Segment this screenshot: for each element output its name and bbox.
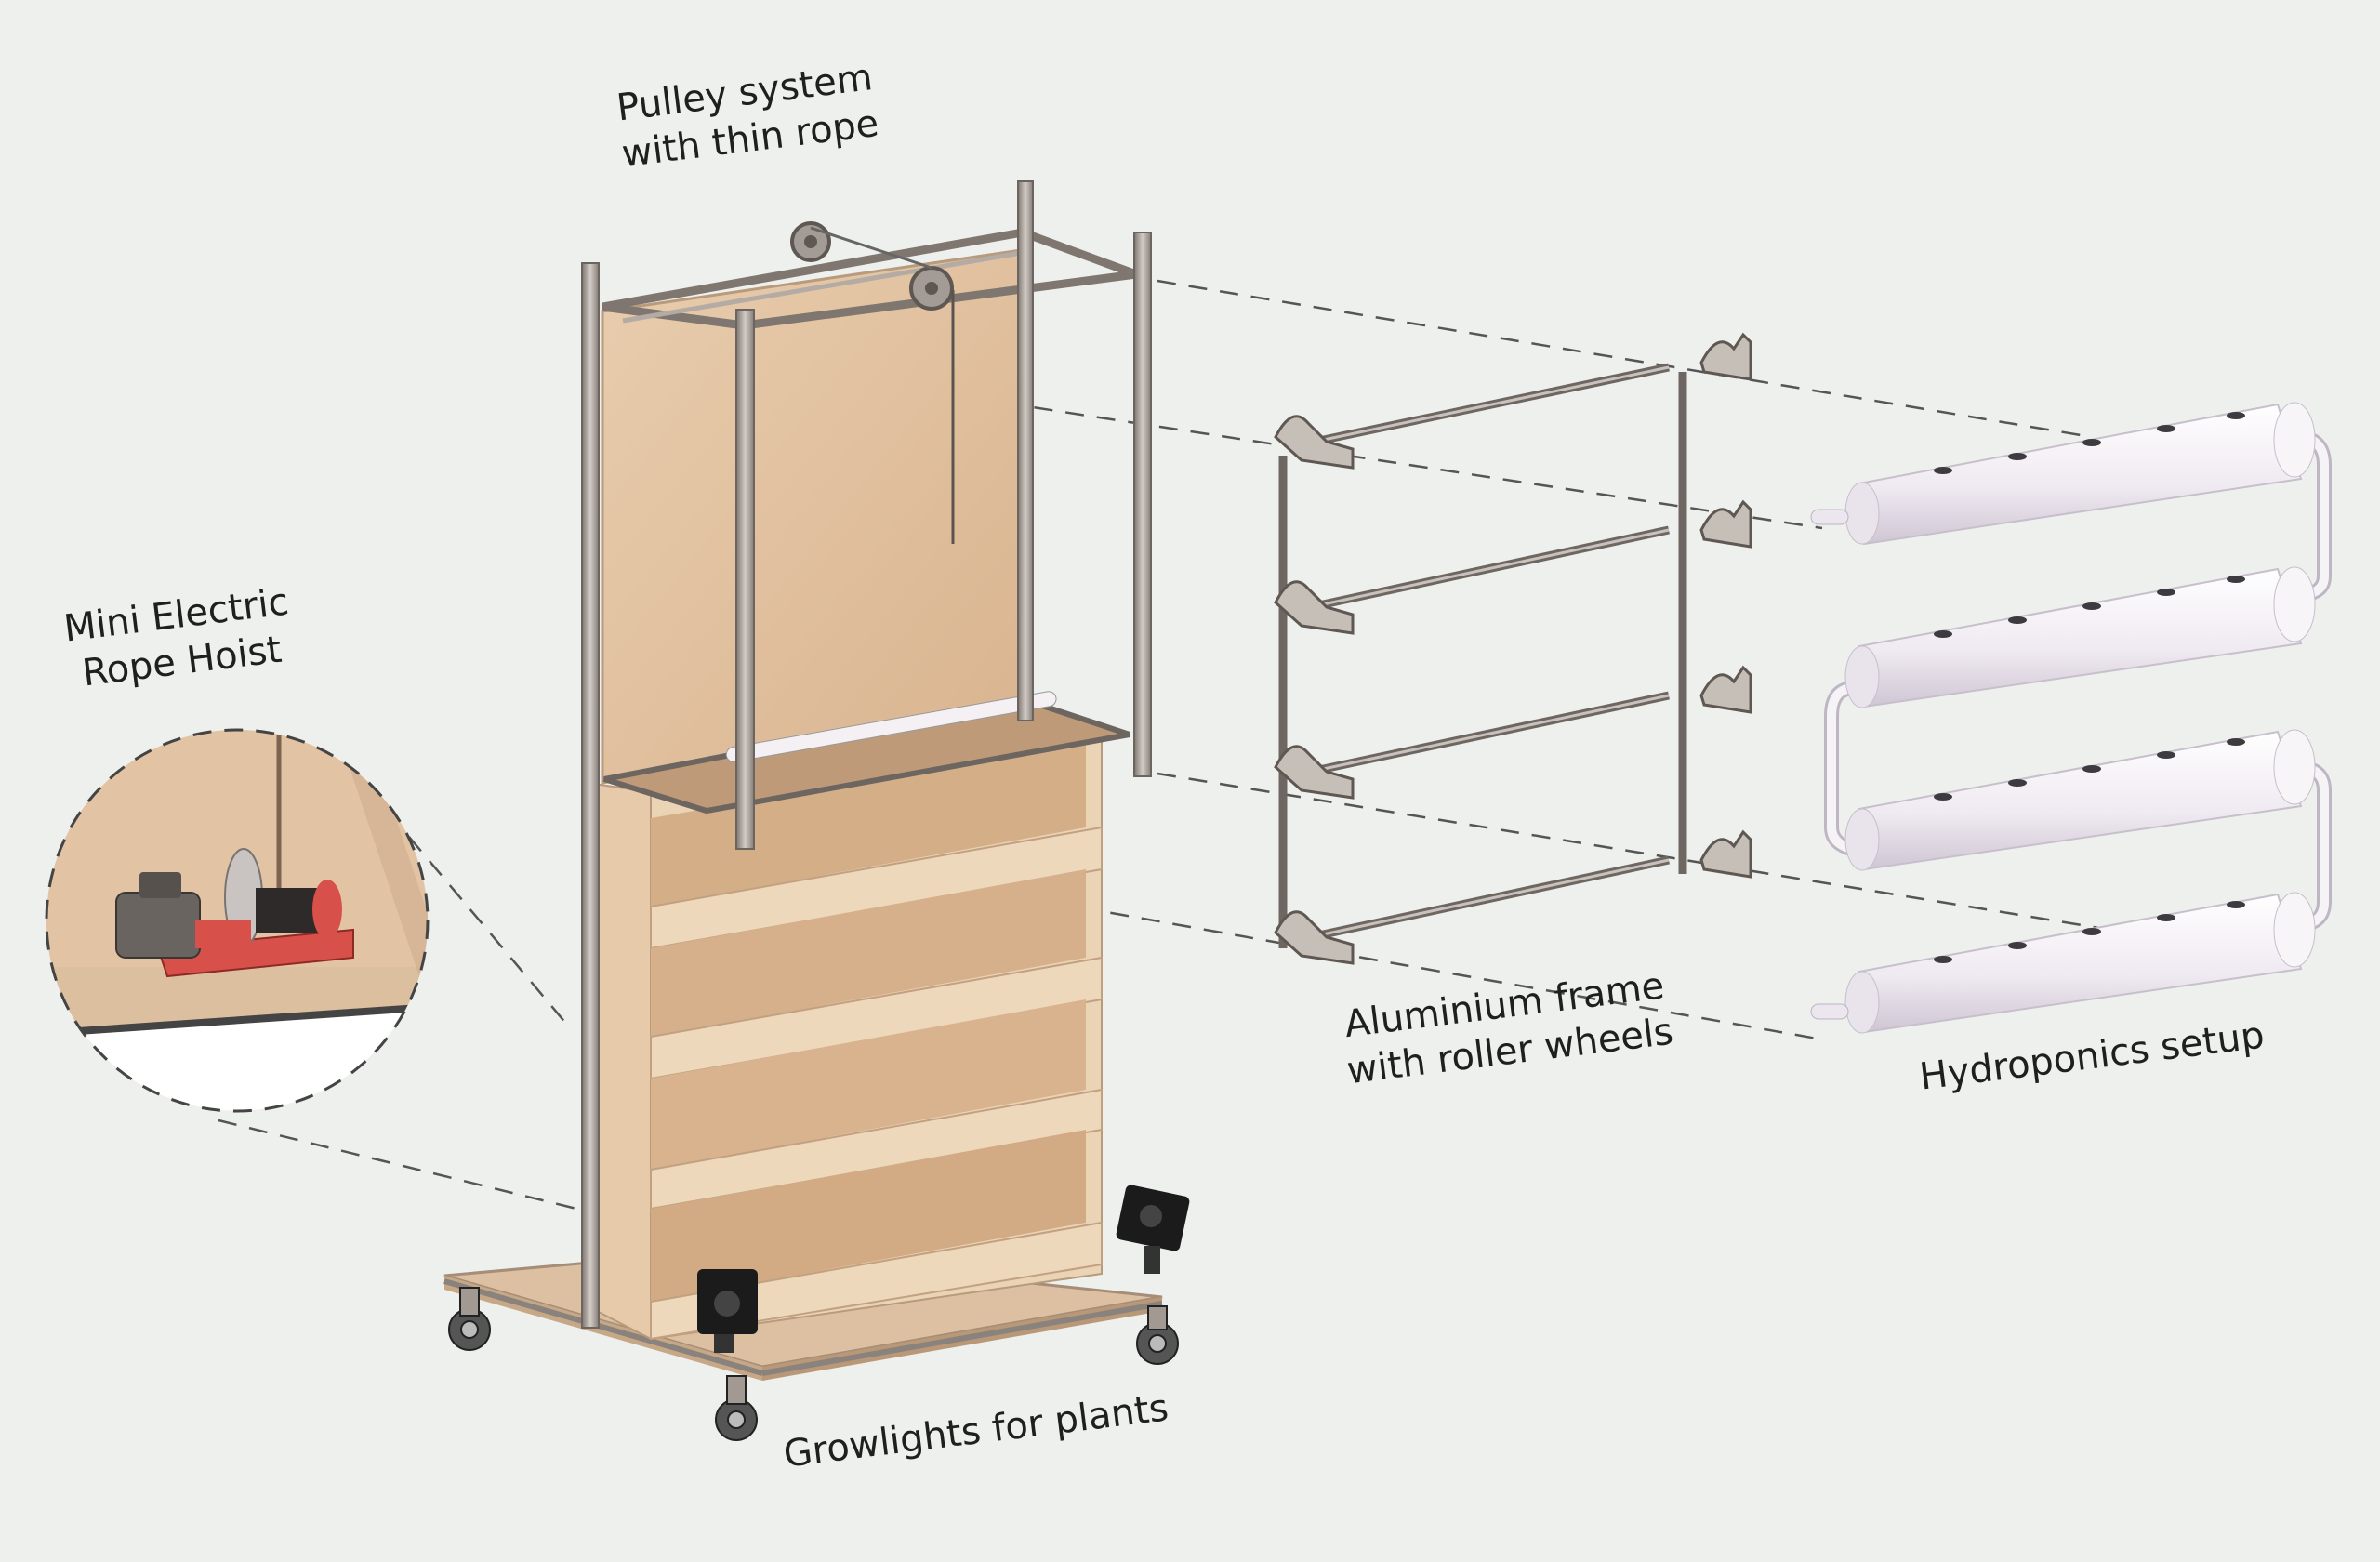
plant-cart xyxy=(443,180,1190,1441)
vertical-posts xyxy=(581,180,1152,1329)
caster-wheels xyxy=(448,1287,1179,1441)
roller-brackets xyxy=(1274,332,1752,965)
growlight-right xyxy=(1116,1185,1190,1274)
aluminium-frame xyxy=(1274,332,1752,965)
slanted-shelves xyxy=(650,744,1103,1341)
hydroponics-pipes xyxy=(1810,402,2332,1034)
hoist-detail-circle xyxy=(45,728,430,1113)
growlight-left xyxy=(697,1269,758,1353)
pulley-wheels xyxy=(790,221,955,544)
back-panel xyxy=(601,247,1029,785)
electric-hoist xyxy=(115,848,354,978)
